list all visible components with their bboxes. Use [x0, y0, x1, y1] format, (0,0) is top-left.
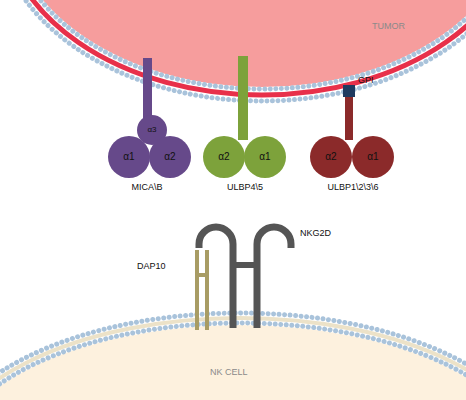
anchor-label: GPI: [358, 76, 374, 85]
dap10-chain: [195, 250, 199, 330]
membrane-layer: [0, 323, 466, 400]
receptor-label: NKG2D: [300, 229, 331, 238]
alpha2-domain: α2: [310, 136, 352, 178]
dap10-bridge: [195, 273, 209, 277]
domain-label: α1: [367, 152, 378, 162]
membrane-layer: [2, 0, 466, 95]
membrane-outline: [0, 0, 466, 101]
cell-label: TUMOR: [372, 22, 405, 31]
membrane-layer: [8, 0, 466, 89]
ligand-label: ULBP4\5: [227, 183, 263, 192]
domain-label: α3: [147, 126, 156, 134]
membrane-layer: [0, 313, 466, 400]
ligand-label: ULBP1\2\3\6: [327, 183, 378, 192]
dap10-chain: [205, 250, 209, 330]
ulbp1236-stalk: [345, 96, 353, 140]
alpha1-domain: α1: [352, 136, 394, 178]
gpi-anchor: [343, 85, 355, 97]
membrane-layer: [0, 318, 466, 400]
tumor-cell: TUMOR: [0, 0, 466, 101]
domain-label: α1: [259, 152, 270, 162]
domain-label: α2: [325, 152, 336, 162]
domain-label: α2: [218, 152, 229, 162]
membrane-layer: [0, 0, 466, 101]
ulbp45-stalk: [238, 56, 248, 140]
ligand-label: MICA\B: [131, 183, 162, 192]
alpha1-domain: α1: [108, 136, 150, 178]
alpha1-domain: α1: [244, 136, 286, 178]
adaptor-label: DAP10: [137, 262, 166, 271]
alpha2-domain: α2: [203, 136, 245, 178]
domain-label: α2: [164, 152, 175, 162]
cell-label: NK CELL: [210, 368, 248, 377]
nkg2d-bridge: [233, 262, 257, 268]
alpha2-domain: α2: [149, 136, 191, 178]
domain-label: α1: [123, 152, 134, 162]
